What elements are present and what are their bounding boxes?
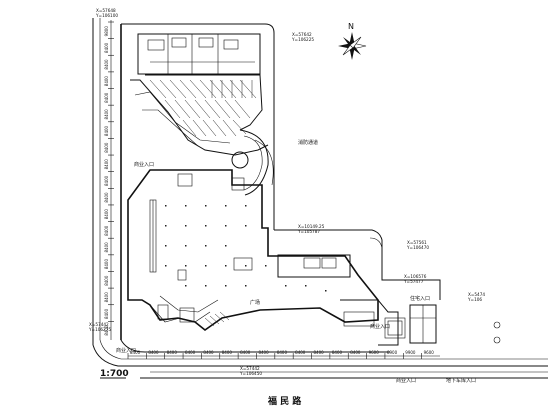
coord-right-b-x: X=106576: [404, 274, 427, 279]
bottom-dimension-value: 8400: [167, 350, 178, 355]
left-dimension-value: 9800: [104, 26, 109, 37]
left-dimension-chain: 9800 8400 8400 8400 8400 8400 8400 8400 8400 8400…: [104, 20, 114, 340]
bottom-dimension-value: 8400: [185, 350, 196, 355]
label-entrance-residential: 住宅入口: [410, 295, 430, 302]
left-dimension-value: 8400: [104, 59, 109, 70]
top-building-blocks: [137, 33, 261, 75]
left-dimension-value: 8400: [104, 92, 109, 103]
bottom-dimension-value: 8400: [295, 350, 306, 355]
bottom-dimension-value: 8400: [130, 350, 141, 355]
label-entrance-bottom-center: 商业入口: [396, 377, 416, 384]
podium: [127, 169, 379, 332]
bottom-dimension-value: 8400: [277, 350, 288, 355]
coord-right-c-y: Y=106: [467, 297, 482, 302]
left-dimension-value: 8400: [104, 275, 109, 286]
left-dimension-value: 8400: [104, 209, 109, 220]
north-arrow: N: [338, 22, 367, 60]
coord-right-a-y: Y=106470: [406, 245, 429, 250]
coord-mid-center-y: Y=105787: [297, 229, 320, 234]
label-square: 广场: [250, 299, 260, 306]
left-dimension-value: 8400: [104, 259, 109, 270]
right-wing: [277, 254, 501, 346]
bottom-dimension-value: 9900: [405, 350, 416, 355]
left-dimension-value: 8400: [104, 76, 109, 87]
street-name: 福 民 路: [267, 395, 302, 407]
left-dimension-value: 8400: [104, 175, 109, 186]
coord-right-b-y: Y=57477: [403, 279, 424, 284]
left-dimension-value: 8400: [104, 292, 109, 303]
coord-left-bottom-x: X=57442: [89, 322, 109, 327]
bottom-dimension-value: 9600: [424, 350, 435, 355]
bottom-dimension-chain: 8400 8400 8400 8400 8400 8400 8400 8400 8400 8400…: [127, 350, 440, 359]
plan-labels: 商业入口 消防通道 住宅入口 商业入口 商业入口 商业入口 地下车库入口 广场: [116, 139, 476, 384]
left-dimension-value: 8400: [104, 159, 109, 170]
coordinate-labels: X=57648 Y=106100 X=57642 Y=106225 X=1014…: [88, 8, 485, 376]
bottom-dimension-value: 9600: [369, 350, 380, 355]
left-dimension-value: 8400: [104, 325, 109, 336]
left-dimension-value: 8400: [104, 42, 109, 53]
left-dimension-value: 8400: [104, 308, 109, 319]
bottom-dimension-value: 8400: [203, 350, 214, 355]
scale-label: 1:700: [100, 369, 129, 379]
coord-bottom-center-x: X=57442: [240, 366, 260, 371]
bottom-dimension-value: 8400: [332, 350, 343, 355]
label-entrance-upper-left: 商业入口: [134, 161, 154, 168]
coord-mid-center-x: X=10149.25: [298, 224, 325, 229]
terrace-band: [130, 74, 274, 196]
bottom-dimension-value: 8400: [222, 350, 233, 355]
label-entrance-bottom-left: 商业入口: [116, 347, 136, 354]
left-dimension-value: 8400: [104, 242, 109, 253]
bottom-dimension-value: 8400: [148, 350, 159, 355]
label-entrance-ramp: 地下车库入口: [446, 377, 476, 384]
left-dimension-value: 8400: [104, 192, 109, 203]
coord-right-c-x: X=5474: [468, 292, 485, 297]
left-dimension-value: 8400: [104, 225, 109, 236]
bottom-dimension-value: 8400: [240, 350, 251, 355]
coord-top-center-y: Y=106225: [291, 37, 314, 42]
bottom-dimension-value: 8900: [387, 350, 398, 355]
coord-top-left-y: Y=106100: [95, 13, 118, 18]
coord-right-a-x: X=57561: [407, 240, 427, 245]
coord-bottom-center-y: Y=106450: [239, 371, 262, 376]
bottom-dimension-value: 8400: [314, 350, 325, 355]
left-dimension-value: 8400: [104, 142, 109, 153]
north-label: N: [348, 22, 354, 31]
bottom-dimension-value: 8400: [350, 350, 361, 355]
coord-top-center-x: X=57642: [292, 32, 312, 37]
bottom-dimension-value: 8400: [258, 350, 269, 355]
left-dimension-value: 8400: [104, 109, 109, 120]
coord-left-bottom-y: Y=106275: [88, 327, 111, 332]
coord-top-left-x: X=57648: [96, 8, 116, 13]
label-fire-lane: 消防通道: [298, 139, 318, 146]
left-dimension-value: 8400: [104, 125, 109, 136]
site-boundary: [92, 18, 548, 379]
label-entrance-mid: 商业入口: [370, 323, 390, 330]
